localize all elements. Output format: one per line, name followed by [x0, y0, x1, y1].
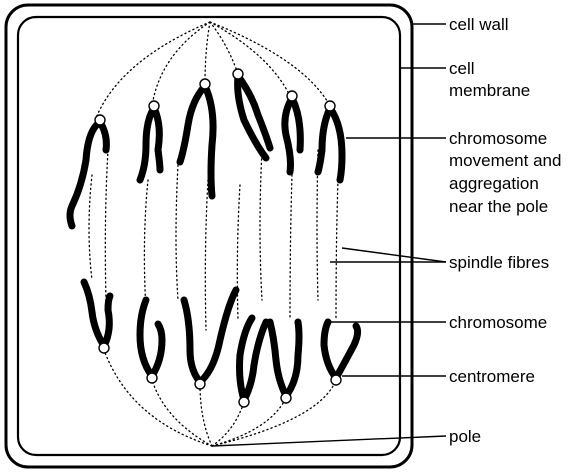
spindle-fibres-bottom [104, 350, 336, 446]
labels: cell wall cell membrane chromosome movem… [449, 15, 561, 446]
cell-wall [6, 5, 412, 467]
chromosome [140, 300, 152, 376]
label-chromosome-movement-line2: movement and [449, 151, 561, 170]
chromosome [100, 122, 106, 150]
centromere [239, 397, 249, 407]
centromere [99, 343, 109, 353]
chromosome [330, 108, 342, 180]
chromosome [84, 282, 104, 346]
leader-spindle-fibres-1 [342, 248, 446, 262]
chromosome [318, 108, 330, 172]
centromere [287, 91, 297, 101]
label-spindle-fibres: spindle fibres [449, 253, 549, 272]
upper-chromosomes [70, 76, 342, 226]
label-cell-wall: cell wall [449, 15, 509, 34]
centromere [147, 373, 157, 383]
label-chromosome-movement-line1: chromosome [449, 129, 547, 148]
chromosome [285, 98, 292, 172]
label-pole: pole [449, 427, 481, 446]
chromosome [104, 296, 110, 346]
centromere [331, 375, 341, 385]
chromosome [336, 326, 358, 378]
lower-chromosomes [84, 282, 358, 400]
chromosome [152, 324, 162, 376]
label-chromosome-movement-line4: near the pole [449, 197, 548, 216]
label-centromere: centromere [449, 367, 535, 386]
centromere [95, 115, 105, 125]
centromere [233, 69, 243, 79]
chromosome [205, 86, 213, 196]
chromosome [270, 322, 286, 396]
chromosome [140, 108, 154, 180]
chromosome [292, 98, 300, 150]
label-cell-membrane-line2: membrane [449, 81, 530, 100]
label-cell-membrane-line1: cell [449, 59, 475, 78]
chromosome [184, 300, 200, 382]
chromosome [286, 322, 299, 396]
chromosome [324, 322, 336, 378]
chromosome [154, 108, 160, 170]
chromosome [70, 122, 100, 226]
label-chromosome-movement-line3: aggregation [449, 174, 539, 193]
centromere [200, 79, 210, 89]
centromere [281, 393, 291, 403]
centromere [325, 101, 335, 111]
centromere [149, 101, 159, 111]
chromosome [180, 86, 205, 162]
label-chromosome: chromosome [449, 313, 547, 332]
centromere [195, 379, 205, 389]
